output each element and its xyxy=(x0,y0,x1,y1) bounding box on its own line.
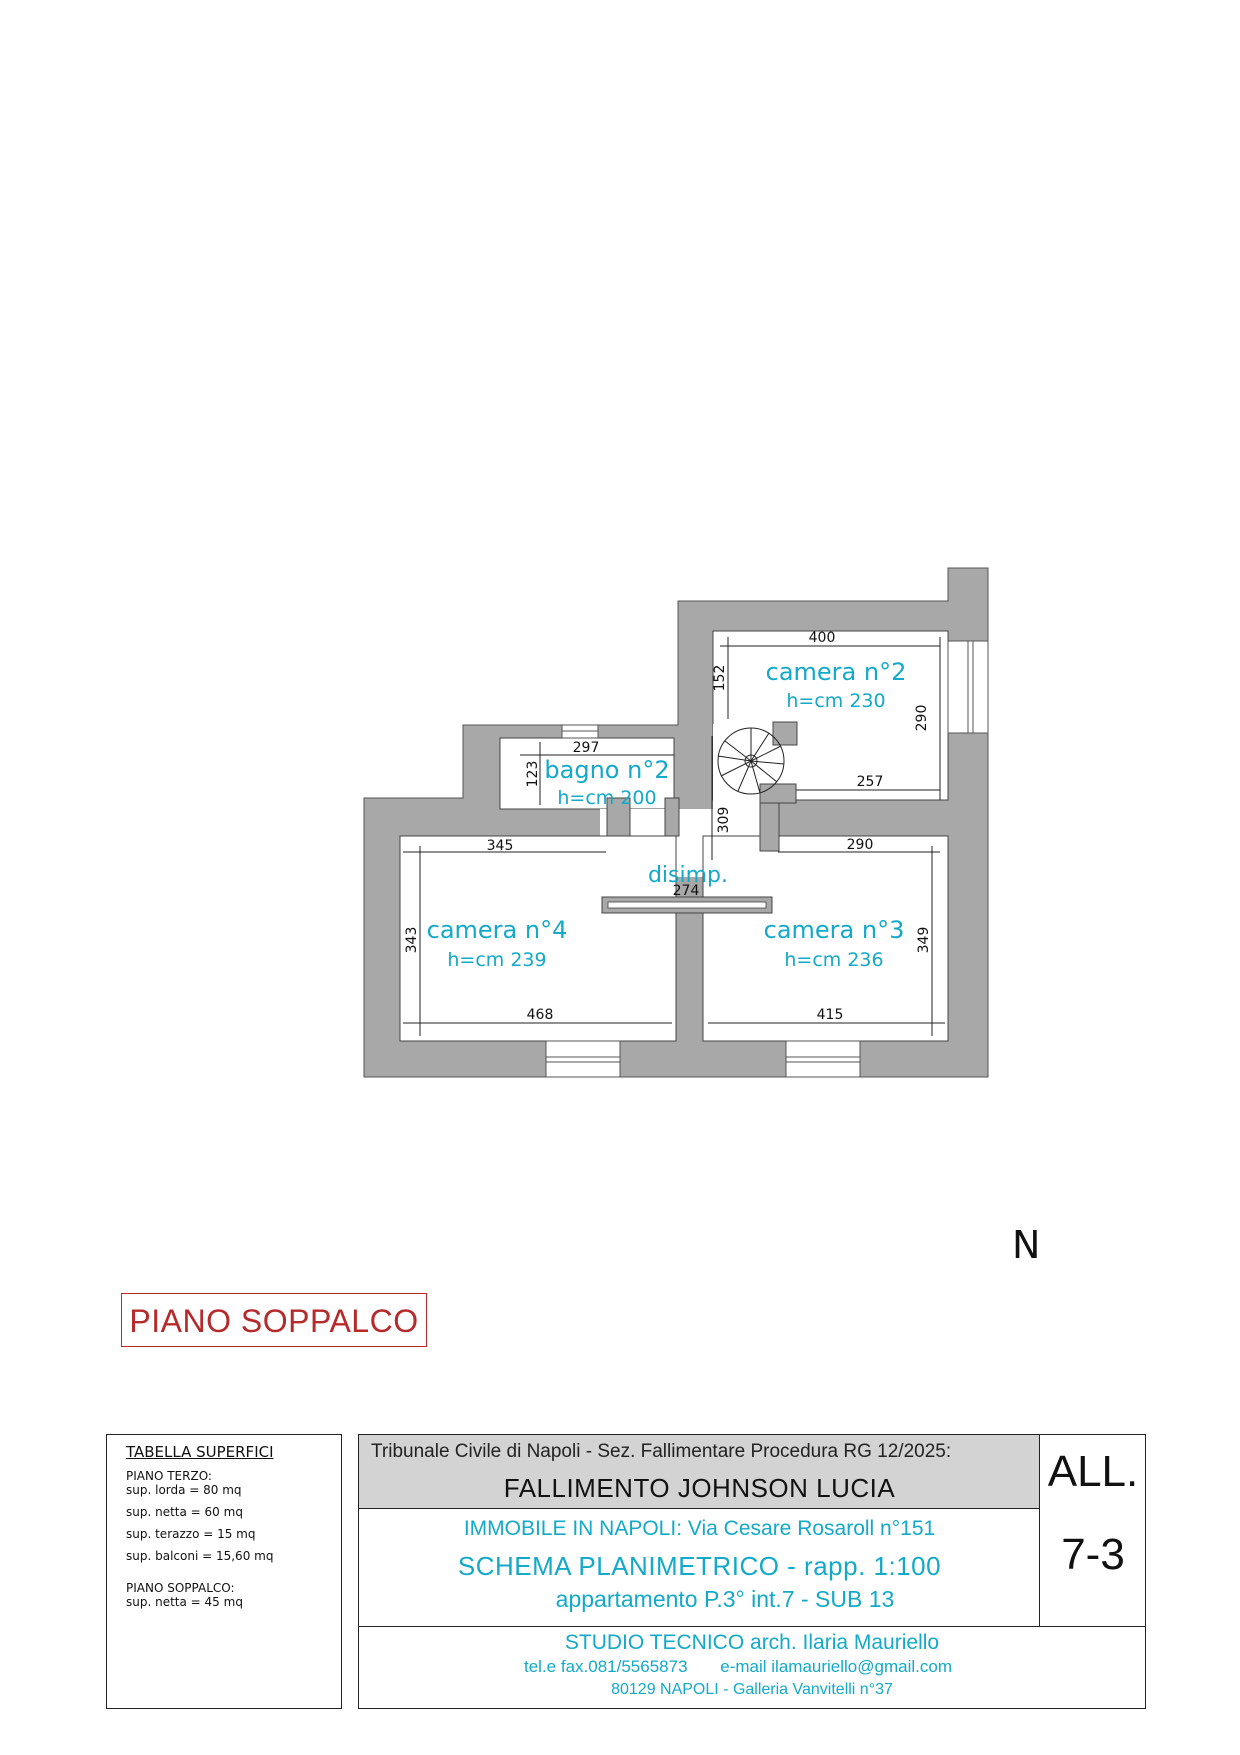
studio-address: 80129 NAPOLI - Galleria Vanvitelli n°37 xyxy=(611,1681,893,1698)
dim-label: 415 xyxy=(817,1007,844,1023)
room-name-camera-4: camera n°4 xyxy=(427,916,568,944)
case-title: FALLIMENTO JOHNSON LUCIA xyxy=(503,1473,896,1503)
studio-name: STUDIO TECNICO arch. Ilaria Mauriello xyxy=(564,1631,940,1654)
dim-label: 123 xyxy=(525,761,541,788)
dim-label: 257 xyxy=(857,774,884,790)
dimension-lines xyxy=(403,637,945,1036)
surface-line: sup. netta = 60 mq xyxy=(126,1505,243,1519)
room-name-camera-3: camera n°3 xyxy=(764,916,905,944)
dim-label: 290 xyxy=(914,705,930,732)
dim-label: 290 xyxy=(847,837,874,853)
dim-label: 400 xyxy=(809,630,836,646)
room-name-disimp: disimp. xyxy=(648,863,728,888)
dim-label: 468 xyxy=(527,1007,554,1023)
attachment-box: ALL. 7-3 xyxy=(1040,1435,1146,1627)
partition-disimp-inner xyxy=(607,901,767,909)
partition-camera3-stub xyxy=(759,802,780,852)
window-bagno xyxy=(561,724,599,739)
surface-line: sup. netta = 45 mq xyxy=(126,1595,243,1609)
dim-label: 309 xyxy=(716,807,732,834)
surface-line: sup. lorda = 80 mq xyxy=(126,1483,242,1497)
surface-line: sup. balconi = 15,60 mq xyxy=(126,1549,274,1563)
window-south-right xyxy=(785,1040,861,1078)
title-block: Tribunale Civile di Napoli - Sez. Fallim… xyxy=(358,1434,1146,1709)
scheme-title: SCHEMA PLANIMETRICO - rapp. 1:100 xyxy=(457,1551,942,1581)
room-height-camera-4: h=cm 239 xyxy=(447,949,546,971)
room-name-bagno-2: bagno n°2 xyxy=(544,756,669,784)
dim-label: 297 xyxy=(573,740,600,756)
surface-table-title: TABELLA SUPERFICI xyxy=(126,1443,274,1461)
partition-bagno xyxy=(606,797,631,837)
studio-contacts: tel.e fax.081/5565873 e-mail ilamauriell… xyxy=(524,1657,980,1677)
studio-email: e-mail ilamauriello@gmail.com xyxy=(720,1657,952,1676)
window-east xyxy=(947,640,989,734)
dim-label: 349 xyxy=(916,927,932,954)
surface-line: sup. terazzo = 15 mq xyxy=(126,1527,256,1541)
attachment-label: ALL. xyxy=(1047,1447,1139,1496)
spiral-staircase xyxy=(717,727,785,795)
room-bagno-2-floor xyxy=(499,737,675,810)
north-label: N xyxy=(1012,1223,1041,1267)
window-south-left xyxy=(545,1040,621,1078)
apartment-text: appartamento P.3° int.7 - SUB 13 xyxy=(555,1586,895,1612)
dim-label: 345 xyxy=(487,838,514,854)
room-stair-floor xyxy=(713,724,765,844)
studio-phone: tel.e fax.081/5565873 xyxy=(524,1657,688,1676)
partition-camera2-stub xyxy=(772,721,798,746)
room-camera-4-floor xyxy=(399,835,677,1042)
room-height-bagno-2: h=cm 200 xyxy=(557,787,656,809)
title-block-property: IMMOBILE IN NAPOLI: Via Cesare Rosaroll … xyxy=(359,1509,1040,1627)
property-address: IMMOBILE IN NAPOLI: Via Cesare Rosaroll … xyxy=(463,1517,936,1540)
room-height-camera-2: h=cm 230 xyxy=(786,690,885,712)
attachment-number: 7-3 xyxy=(1061,1530,1125,1579)
room-name-camera-2: camera n°2 xyxy=(766,658,907,686)
partition-camera2-stub-2 xyxy=(759,783,797,804)
partition-bagno-2 xyxy=(664,797,680,837)
floor-label: PIANO SOPPALCO xyxy=(121,1293,427,1347)
dim-label: 343 xyxy=(404,927,420,954)
dim-label: 152 xyxy=(712,665,728,692)
floor-plan: 400 152 290 257 297 123 309 345 290 274 … xyxy=(363,567,989,1078)
court-text: Tribunale Civile di Napoli - Sez. Fallim… xyxy=(371,1441,952,1462)
surface-table: TABELLA SUPERFICI PIANO TERZO: sup. lord… xyxy=(106,1434,342,1709)
surface-line: PIANO TERZO: xyxy=(126,1469,212,1483)
dim-label: 274 xyxy=(673,883,700,899)
room-height-camera-3: h=cm 236 xyxy=(784,949,883,971)
surface-line: PIANO SOPPALCO: xyxy=(126,1581,235,1595)
studio-info: STUDIO TECNICO arch. Ilaria Mauriello te… xyxy=(359,1627,1145,1709)
room-camera-3-floor xyxy=(702,835,949,1042)
title-block-header: Tribunale Civile di Napoli - Sez. Fallim… xyxy=(359,1435,1040,1509)
